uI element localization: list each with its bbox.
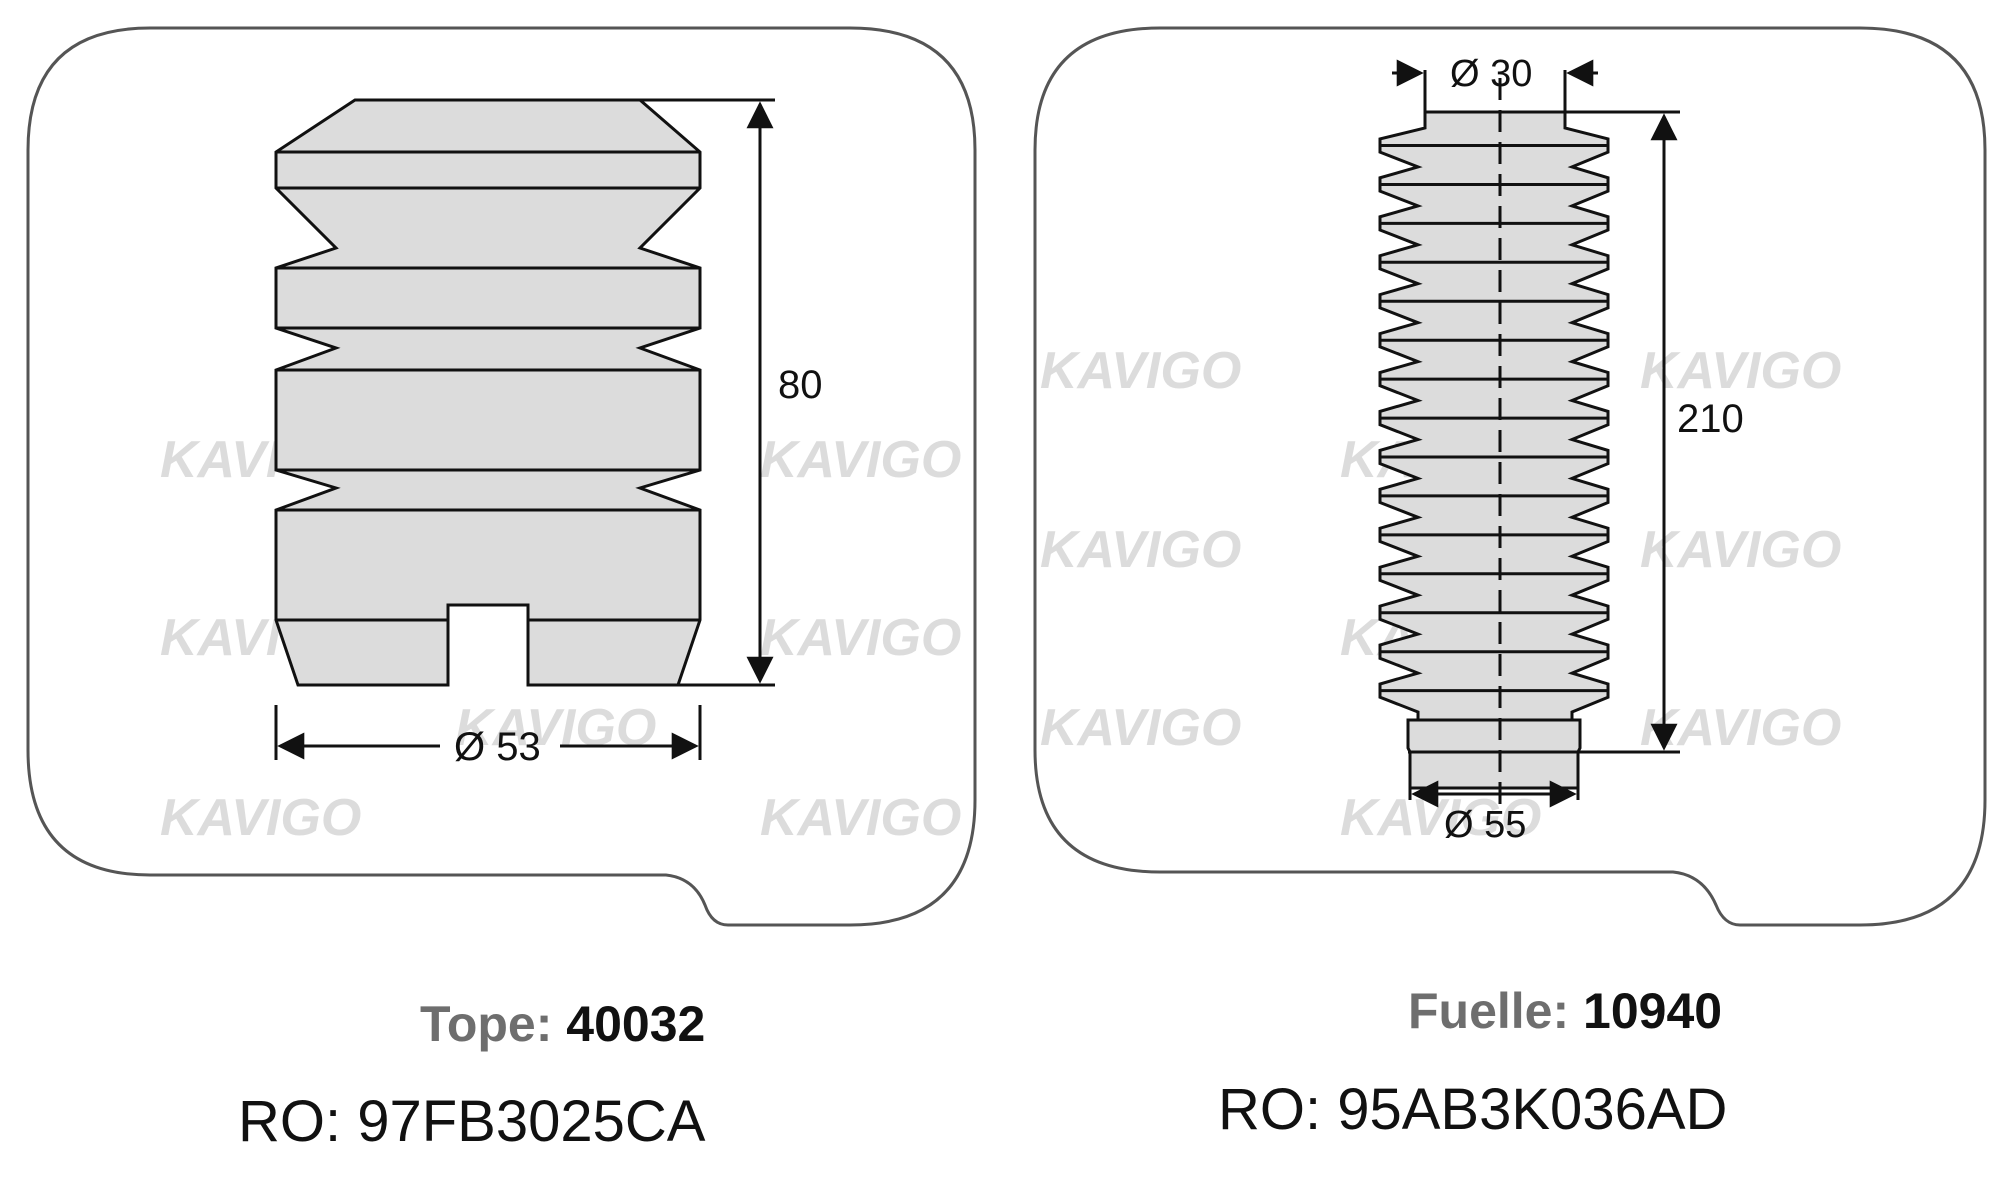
bellows-drawing bbox=[1378, 110, 1610, 790]
left-height-dimension bbox=[640, 98, 775, 687]
watermark-text: KAVIGO bbox=[1640, 521, 1841, 579]
right-frame bbox=[1033, 26, 1987, 927]
watermark-text: KAVIGO bbox=[160, 789, 361, 847]
right-height-dimension bbox=[1565, 110, 1680, 754]
watermark-text: KAVIGO bbox=[1040, 521, 1241, 579]
left-diameter-dimension bbox=[274, 705, 702, 760]
right-part-label: Fuelle: 10940 bbox=[1408, 982, 1722, 1040]
right-bottom-diameter-label: Ø 55 bbox=[1444, 804, 1526, 846]
left-part-label: Tope: 40032 bbox=[420, 995, 705, 1053]
right-ref-label: RO: 95AB3K036AD bbox=[1218, 1077, 1728, 1142]
watermark-text: KAVIGO bbox=[1640, 342, 1841, 400]
left-frame bbox=[26, 26, 977, 927]
bump-stop-drawing bbox=[274, 98, 702, 687]
watermark-text: KAVIGO bbox=[760, 609, 961, 667]
watermark-text: KAVIGO bbox=[760, 789, 961, 847]
left-ref-label: RO: 97FB3025CA bbox=[238, 1089, 706, 1154]
right-part-prefix: Fuelle: bbox=[1408, 983, 1570, 1039]
watermark-text: KAVIGO bbox=[1040, 342, 1241, 400]
right-bottom-diameter-dimension bbox=[1408, 762, 1580, 808]
bellows-outline bbox=[1378, 110, 1610, 790]
watermark-text: KAVIGO bbox=[1640, 699, 1841, 757]
right-top-diameter-label: Ø 30 bbox=[1450, 53, 1532, 95]
right-height-label: 210 bbox=[1677, 397, 1744, 441]
watermark-text: KAVIGO bbox=[760, 431, 961, 489]
left-part-number: 40032 bbox=[566, 996, 706, 1052]
left-diameter-label: Ø 53 bbox=[454, 725, 541, 769]
left-height-label: 80 bbox=[778, 363, 823, 407]
watermark-text: KAVIGO bbox=[1040, 699, 1241, 757]
left-part-prefix: Tope: bbox=[420, 996, 553, 1052]
right-part-number: 10940 bbox=[1583, 983, 1723, 1039]
